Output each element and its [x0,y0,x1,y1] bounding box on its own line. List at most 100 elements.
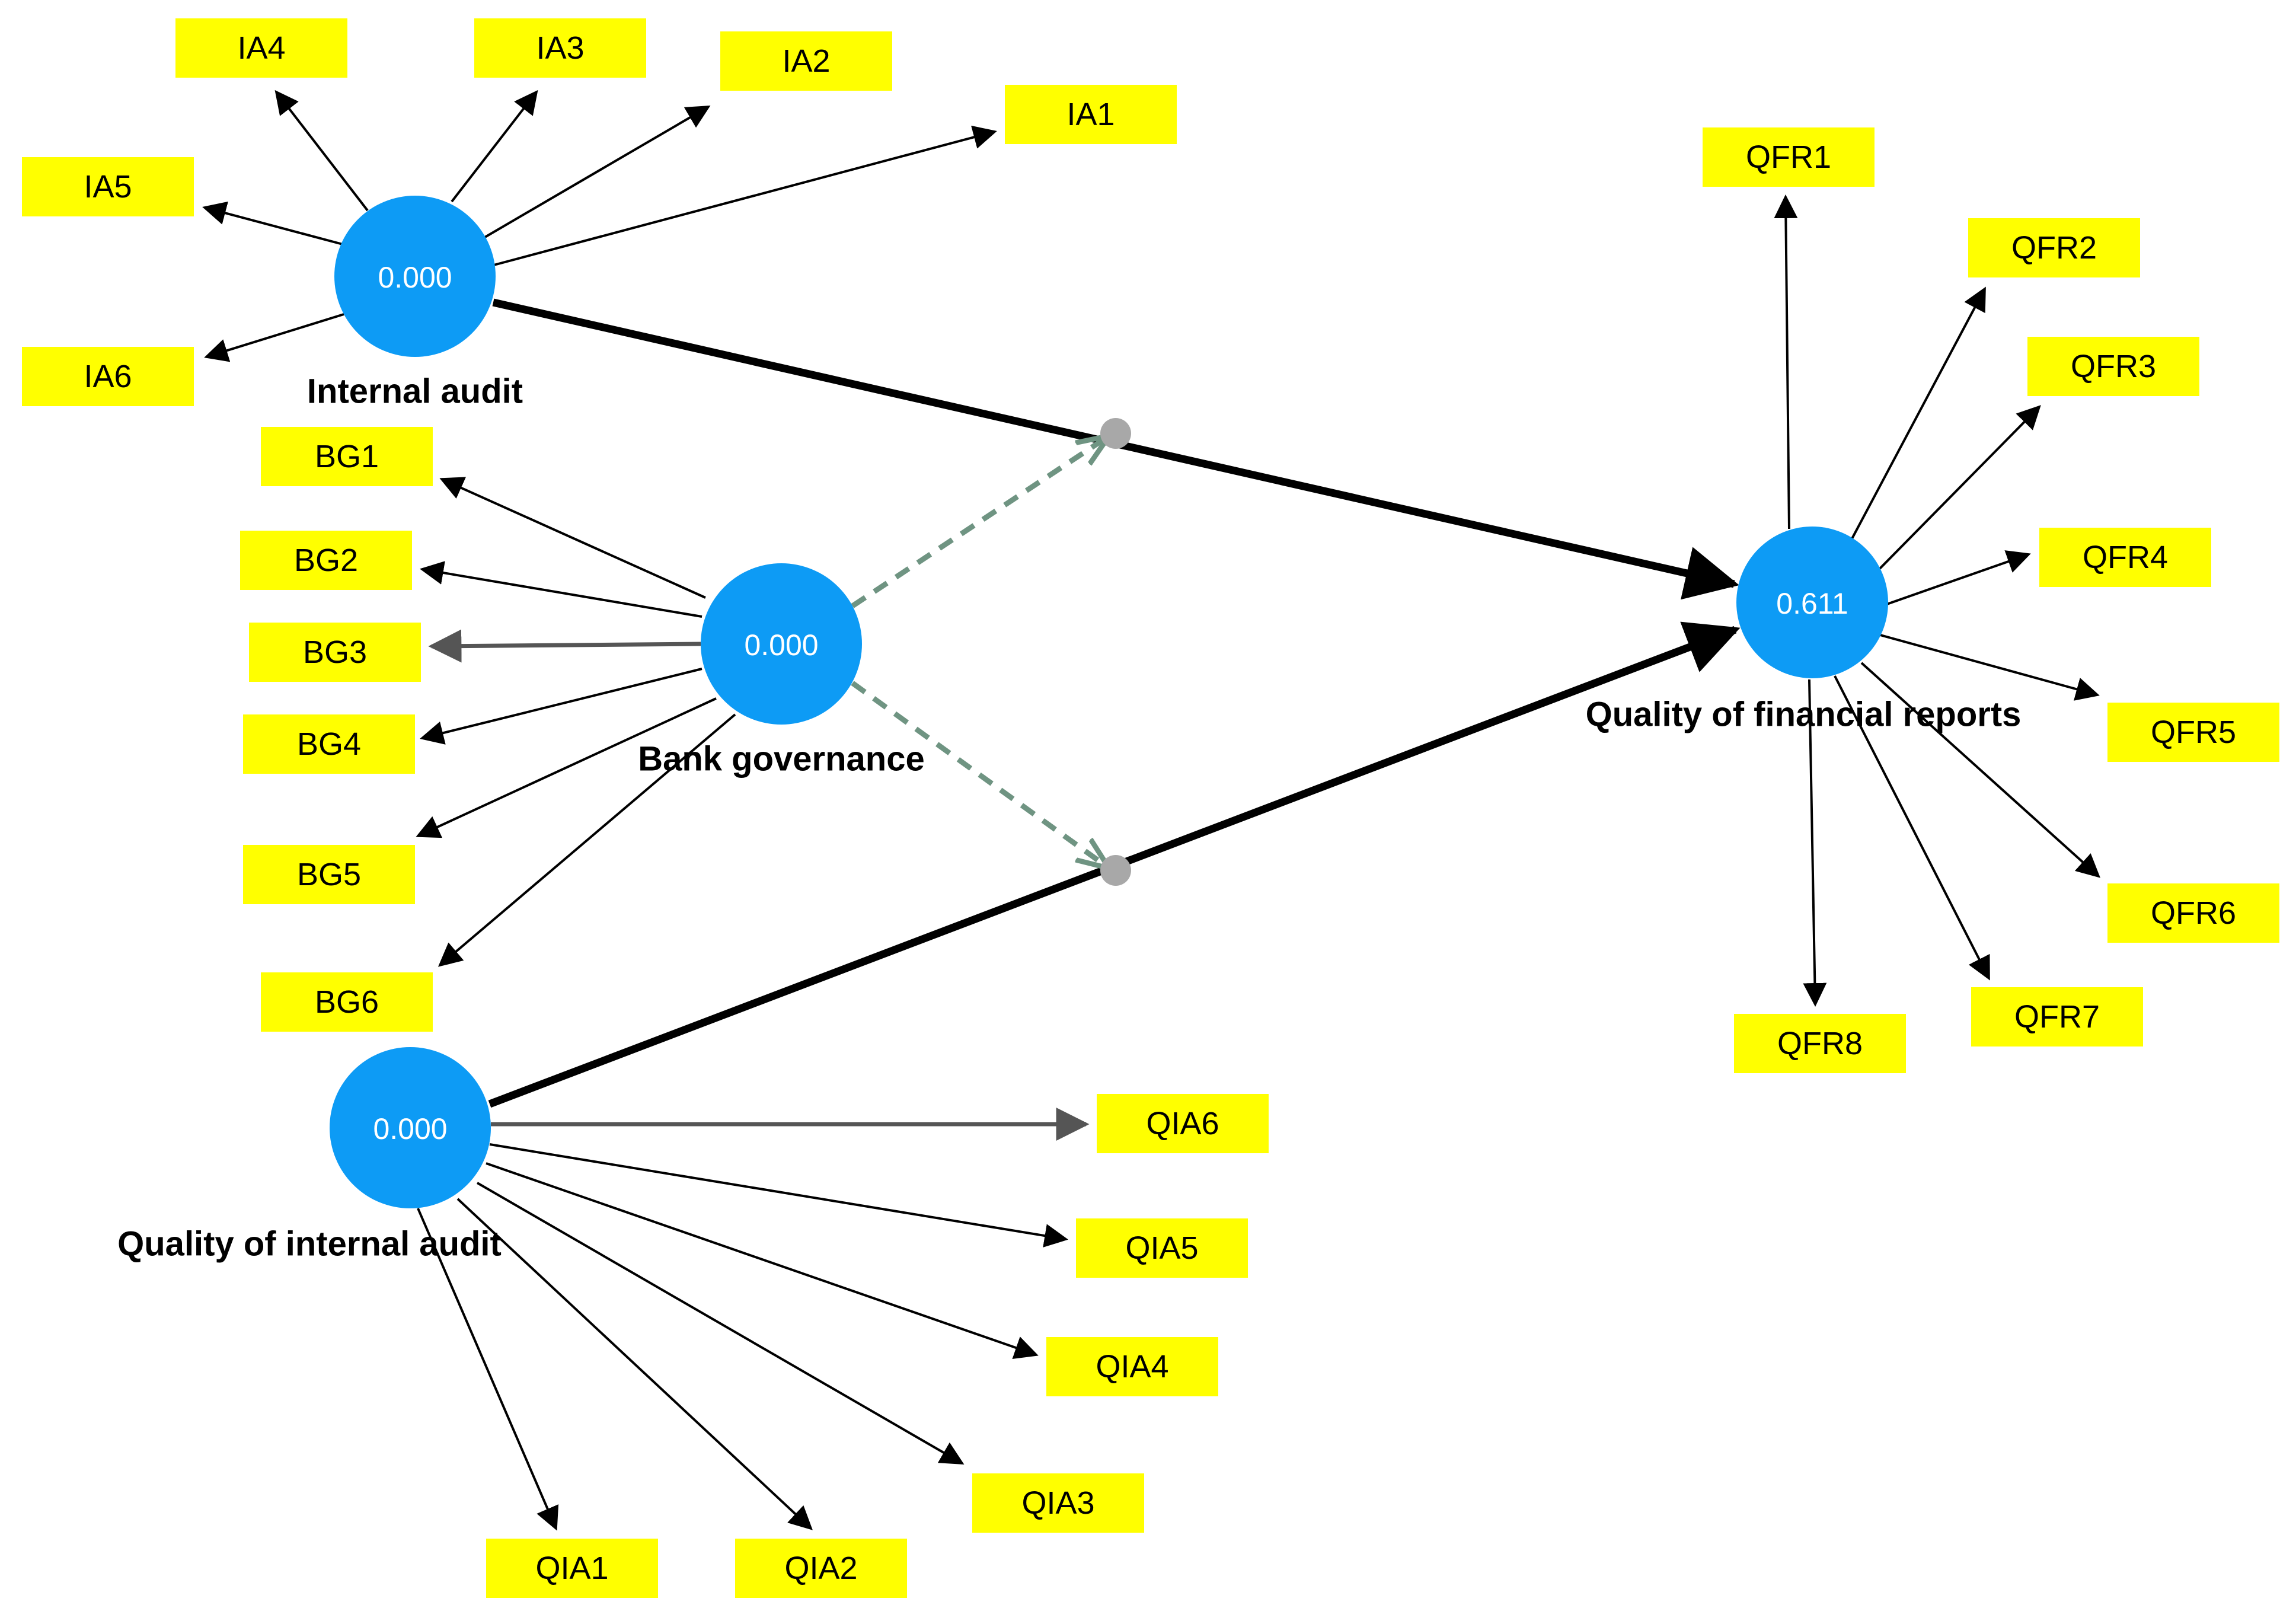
indicator-QIA2[interactable]: QIA2 [735,1539,907,1598]
indicator-label-IA2: IA2 [782,43,830,79]
indicator-IA1[interactable]: IA1 [1005,85,1177,144]
construct-circle-quality-of-internal-audit[interactable] [330,1047,491,1208]
path-quality-of-financial-reports-to-QFR6 [1860,662,2100,878]
path-internal-audit-to-IA6 [204,313,344,362]
path-bank-governance-to-BG6 [438,713,736,967]
indicator-label-BG4: BG4 [297,726,361,762]
indicator-label-QIA4: QIA4 [1096,1349,1168,1384]
indicator-label-QFR5: QFR5 [2151,714,2236,750]
indicator-label-IA1: IA1 [1066,97,1115,132]
construct-value-internal-audit: 0.000 [378,261,452,294]
indicator-QIA6[interactable]: QIA6 [1097,1094,1269,1153]
indicator-label-BG1: BG1 [315,439,379,474]
construct-quality-of-financial-reports[interactable]: 0.611 [1736,527,1888,678]
indicator-label-QFR8: QFR8 [1777,1026,1863,1061]
path-quality-of-internal-audit-to-QIA3 [476,1182,965,1465]
path-quality-of-financial-reports-to-QFR3 [1875,405,2041,573]
moderation-path-bank-governance-to-ia-qfr-link [851,439,1104,608]
indicator-QFR5[interactable]: QFR5 [2107,703,2279,762]
construct-circle-quality-of-financial-reports[interactable] [1736,527,1888,678]
indicator-QIA3[interactable]: QIA3 [972,1473,1144,1533]
indicator-label-QFR7: QFR7 [2014,999,2100,1035]
path-quality-of-internal-audit-to-QIA4 [486,1162,1039,1360]
indicator-QFR8[interactable]: QFR8 [1734,1014,1906,1073]
indicator-label-QIA3: QIA3 [1021,1485,1094,1521]
indicator-QIA1[interactable]: QIA1 [486,1539,658,1598]
indicator-QFR4[interactable]: QFR4 [2039,528,2211,587]
indicator-label-QFR2: QFR2 [2011,230,2097,266]
indicator-IA3[interactable]: IA3 [474,18,646,78]
construct-quality-of-internal-audit[interactable]: 0.000 [330,1047,491,1208]
construct-name-quality-of-internal-audit: Quality of internal audit [117,1225,502,1264]
indicator-label-QFR3: QFR3 [2071,349,2156,384]
indicator-QFR2[interactable]: QFR2 [1968,218,2140,277]
path-quality-of-financial-reports-to-QFR8 [1803,679,1827,1007]
indicator-label-IA5: IA5 [84,169,132,205]
indicator-BG1[interactable]: BG1 [261,427,433,486]
indicator-label-QFR4: QFR4 [2083,540,2168,575]
indicator-BG2[interactable]: BG2 [240,531,412,590]
indicator-BG3[interactable]: BG3 [249,623,421,682]
indicator-QFR3[interactable]: QFR3 [2027,337,2199,396]
indicator-label-BG5: BG5 [297,857,361,892]
construct-name-bank-governance: Bank governance [638,740,925,779]
moderation-node-qia-qfr [1100,855,1131,886]
path-internal-audit-to-IA5 [202,201,343,245]
indicator-label-IA4: IA4 [237,30,285,66]
path-quality-of-internal-audit-to-QIA1 [417,1208,559,1531]
moderation-paths-group [851,418,1131,886]
indicator-label-QFR1: QFR1 [1746,139,1831,175]
loading-paths-group [202,90,2100,1531]
indicator-IA2[interactable]: IA2 [720,31,892,91]
path-quality-of-financial-reports-to-QFR7 [1834,675,1990,981]
indicator-IA5[interactable]: IA5 [22,157,194,216]
construct-circle-internal-audit[interactable] [334,196,496,357]
moderation-node-ia-qfr [1100,418,1131,449]
construct-name-quality-of-financial-reports: Quality of financial reports [1586,695,2022,734]
path-quality-of-financial-reports-to-QFR5 [1877,633,2100,701]
indicator-IA6[interactable]: IA6 [22,347,194,406]
indicator-label-QFR6: QFR6 [2151,895,2236,931]
construct-value-quality-of-financial-reports: 0.611 [1776,587,1848,620]
path-quality-of-internal-audit-to-QIA5 [489,1143,1068,1247]
indicator-BG6[interactable]: BG6 [261,972,433,1032]
indicator-QIA5[interactable]: QIA5 [1076,1218,1248,1278]
construct-circle-bank-governance[interactable] [701,563,862,725]
indicator-label-QIA2: QIA2 [784,1550,857,1586]
path-bank-governance-to-BG2 [420,561,702,618]
indicator-boxes-group: IA4 IA3 IA2 IA1 IA5 IA6 [22,18,2279,1598]
path-quality-of-internal-audit-to-QIA2 [456,1198,813,1530]
indicator-label-BG2: BG2 [294,543,358,578]
path-internal-audit-to-IA3 [451,90,538,203]
indicator-label-IA6: IA6 [84,359,132,394]
indicator-label-BG6: BG6 [315,984,379,1020]
indicator-QFR6[interactable]: QFR6 [2107,883,2279,943]
path-internal-audit-to-IA4 [274,90,369,212]
indicator-BG4[interactable]: BG4 [243,714,415,774]
path-bank-governance-to-BG3 [428,629,701,663]
construct-value-bank-governance: 0.000 [744,628,818,662]
construct-bank-governance[interactable]: 0.000 [701,563,862,725]
constructs-group: 0.000 Internal audit 0.000 Bank governan… [117,196,2021,1264]
path-internal-audit-to-IA1 [493,125,997,266]
indicator-label-IA3: IA3 [536,30,584,66]
path-quality-of-financial-reports-to-QFR4 [1885,550,2031,606]
indicator-label-BG3: BG3 [303,634,367,670]
indicator-QFR7[interactable]: QFR7 [1971,987,2143,1046]
indicator-IA4[interactable]: IA4 [175,18,347,78]
path-bank-governance-to-BG4 [420,668,702,745]
indicator-QIA4[interactable]: QIA4 [1046,1337,1218,1396]
construct-value-quality-of-internal-audit: 0.000 [373,1112,447,1146]
indicator-label-QIA1: QIA1 [535,1550,608,1586]
path-bank-governance-to-BG1 [439,477,706,599]
construct-name-internal-audit: Internal audit [307,372,523,411]
indicator-BG5[interactable]: BG5 [243,845,415,904]
indicator-label-QIA5: QIA5 [1125,1230,1198,1266]
path-quality-of-financial-reports-to-QFR2 [1848,286,1986,544]
indicator-QFR1[interactable]: QFR1 [1703,127,1875,187]
path-quality-of-financial-reports-to-QFR1 [1774,194,1798,529]
construct-internal-audit[interactable]: 0.000 [334,196,496,357]
indicator-label-QIA6: QIA6 [1146,1106,1219,1141]
